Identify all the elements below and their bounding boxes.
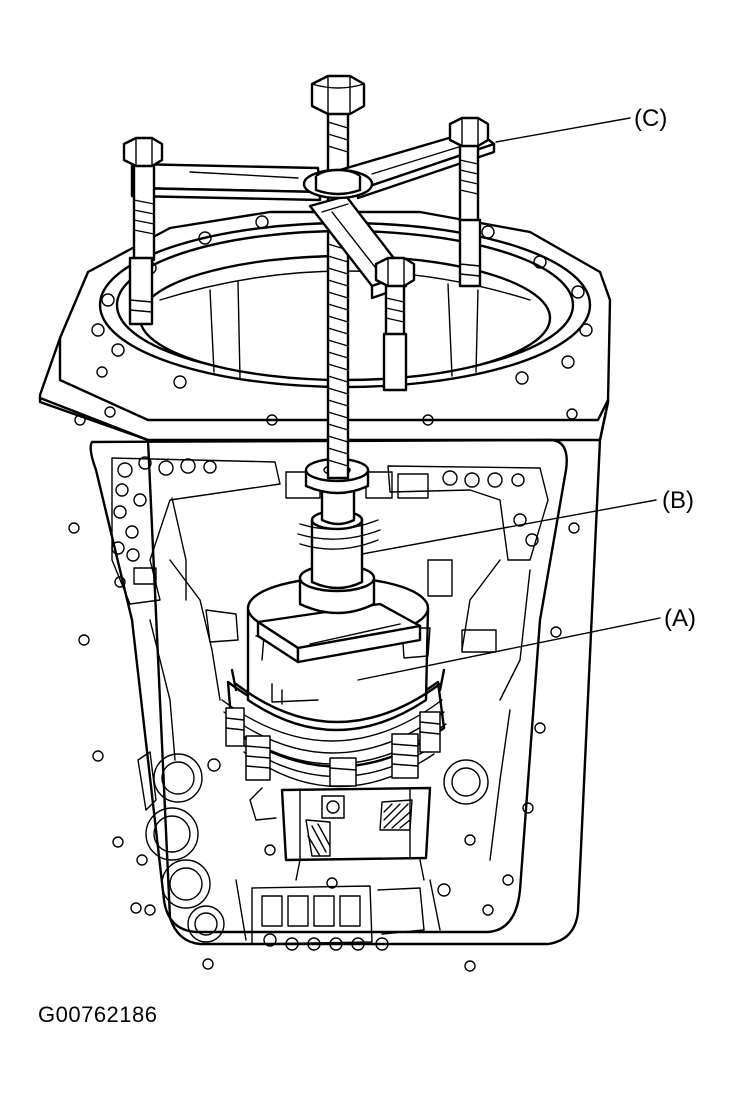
clutch-pack xyxy=(221,680,447,788)
callout-a: (A) xyxy=(664,605,696,632)
case-face-gasket xyxy=(89,438,568,951)
callout-b: (B) xyxy=(662,487,694,514)
output-shaft-assembly xyxy=(249,786,432,881)
puller-tool-c xyxy=(122,116,496,392)
callout-c: (C) xyxy=(634,105,667,132)
figure-id: G00762186 xyxy=(38,1002,158,1027)
leader-lines xyxy=(357,117,661,681)
